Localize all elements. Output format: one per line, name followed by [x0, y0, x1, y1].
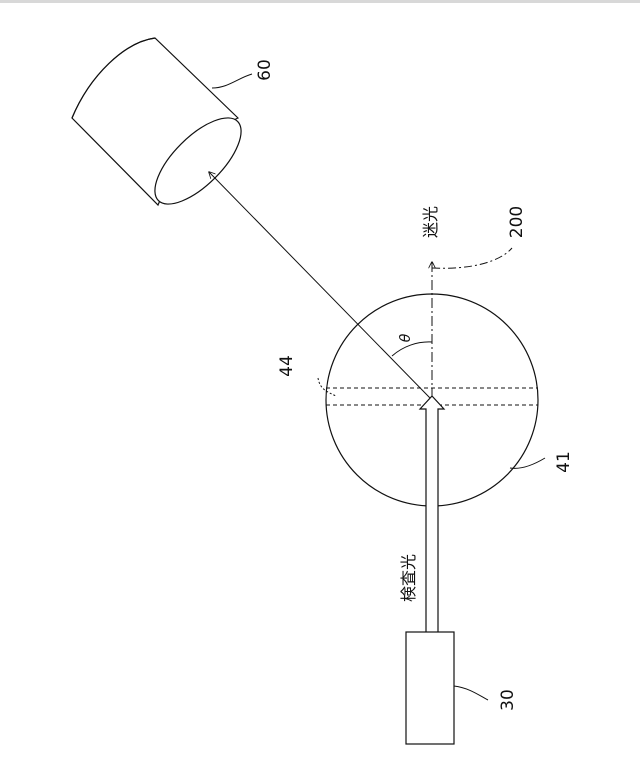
label-theta: θ [398, 333, 414, 342]
leader-41 [510, 458, 545, 468]
label-200: 200 [507, 206, 527, 238]
leader-30 [454, 686, 488, 700]
scattered-ray [209, 172, 430, 398]
label-41: 41 [554, 451, 574, 473]
leader-60 [212, 74, 252, 88]
label-60: 60 [255, 59, 275, 81]
label-44: 44 [277, 355, 297, 377]
label-stray-light: 迷光 [421, 206, 440, 238]
label-inspection-light: 検査光 [399, 554, 418, 602]
theta-arc [392, 342, 432, 356]
label-30: 30 [498, 689, 518, 711]
leader-200 [432, 248, 512, 268]
light-source-30 [406, 632, 454, 744]
inspection-beam [420, 396, 444, 632]
